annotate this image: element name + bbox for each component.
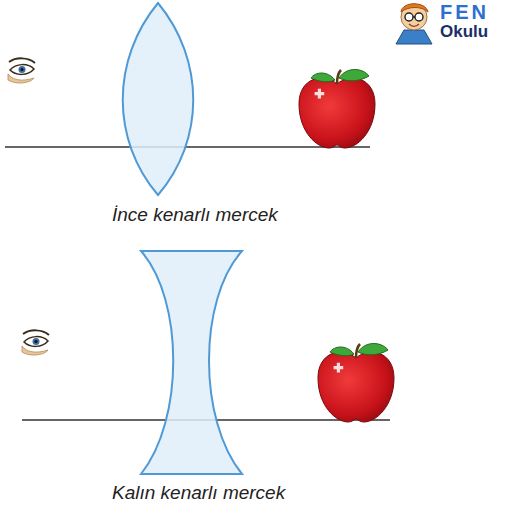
logo-text: FEN	[440, 1, 489, 24]
lens-caption: Kalın kenarlı mercek	[112, 482, 285, 504]
logo-text: Okulu	[440, 22, 488, 42]
logo-character	[396, 4, 432, 44]
lens-caption: İnce kenarlı mercek	[112, 204, 278, 226]
